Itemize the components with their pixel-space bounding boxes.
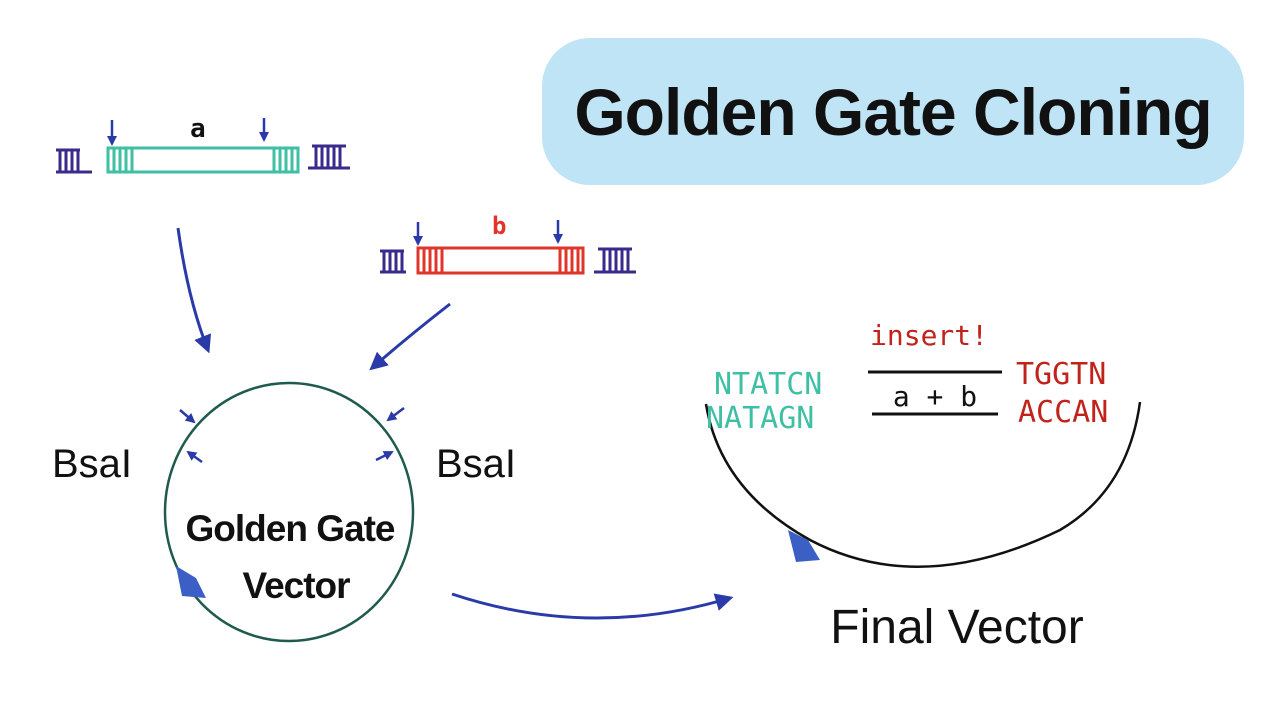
fragment-b: b [380, 212, 636, 275]
enzyme-label-right: BsaI [436, 442, 516, 486]
vector-direction-marker [176, 566, 206, 598]
vector-circle [163, 381, 415, 643]
arrow-fragment-b-to-vector [369, 302, 451, 371]
arrow-vector-to-final [451, 592, 734, 620]
fragment-b-body [416, 246, 585, 275]
bsai-site-arrow-right-out [375, 450, 394, 462]
fragment-a: a [56, 114, 350, 174]
title-banner [542, 38, 1244, 185]
vector-label-line2: Vector [242, 565, 350, 606]
final-vector-direction-marker [788, 530, 820, 562]
final-vector-right-top-seq: TGGTN [1016, 357, 1106, 392]
vector-label-line1: Golden Gate [186, 508, 395, 549]
fragment-a-left-arm [56, 148, 92, 174]
page-title: Golden Gate Cloning [574, 74, 1212, 149]
bsai-site-arrow-left-out [186, 450, 203, 464]
fragment-b-left-arm [380, 249, 406, 274]
fragment-b-right-arm [594, 247, 636, 274]
bsai-site-arrow-left-in [179, 409, 196, 424]
final-vector: insert! a + b NTATCN NATAGN TGGTN ACCAN … [704, 319, 1142, 654]
final-vector-left-top-seq: NTATCN [714, 367, 822, 402]
final-vector-arc [704, 401, 1142, 568]
final-vector-right-bottom-seq: ACCAN [1018, 395, 1108, 430]
fragment-a-label: a [190, 114, 206, 144]
golden-gate-vector: Golden Gate Vector [163, 381, 415, 643]
enzyme-label-left: BsaI [52, 442, 132, 486]
fragment-b-label: b [492, 212, 506, 240]
final-vector-insert-label: a + b [893, 380, 977, 413]
final-vector-insert-note: insert! [870, 319, 988, 352]
final-vector-left-bottom-seq: NATAGN [706, 401, 814, 436]
fragment-a-body [106, 146, 300, 174]
final-vector-label: Final Vector [830, 601, 1083, 654]
fragment-a-right-arm [308, 144, 350, 170]
bsai-site-arrow-right-in [386, 407, 405, 422]
arrow-fragment-a-to-vector [176, 227, 212, 354]
